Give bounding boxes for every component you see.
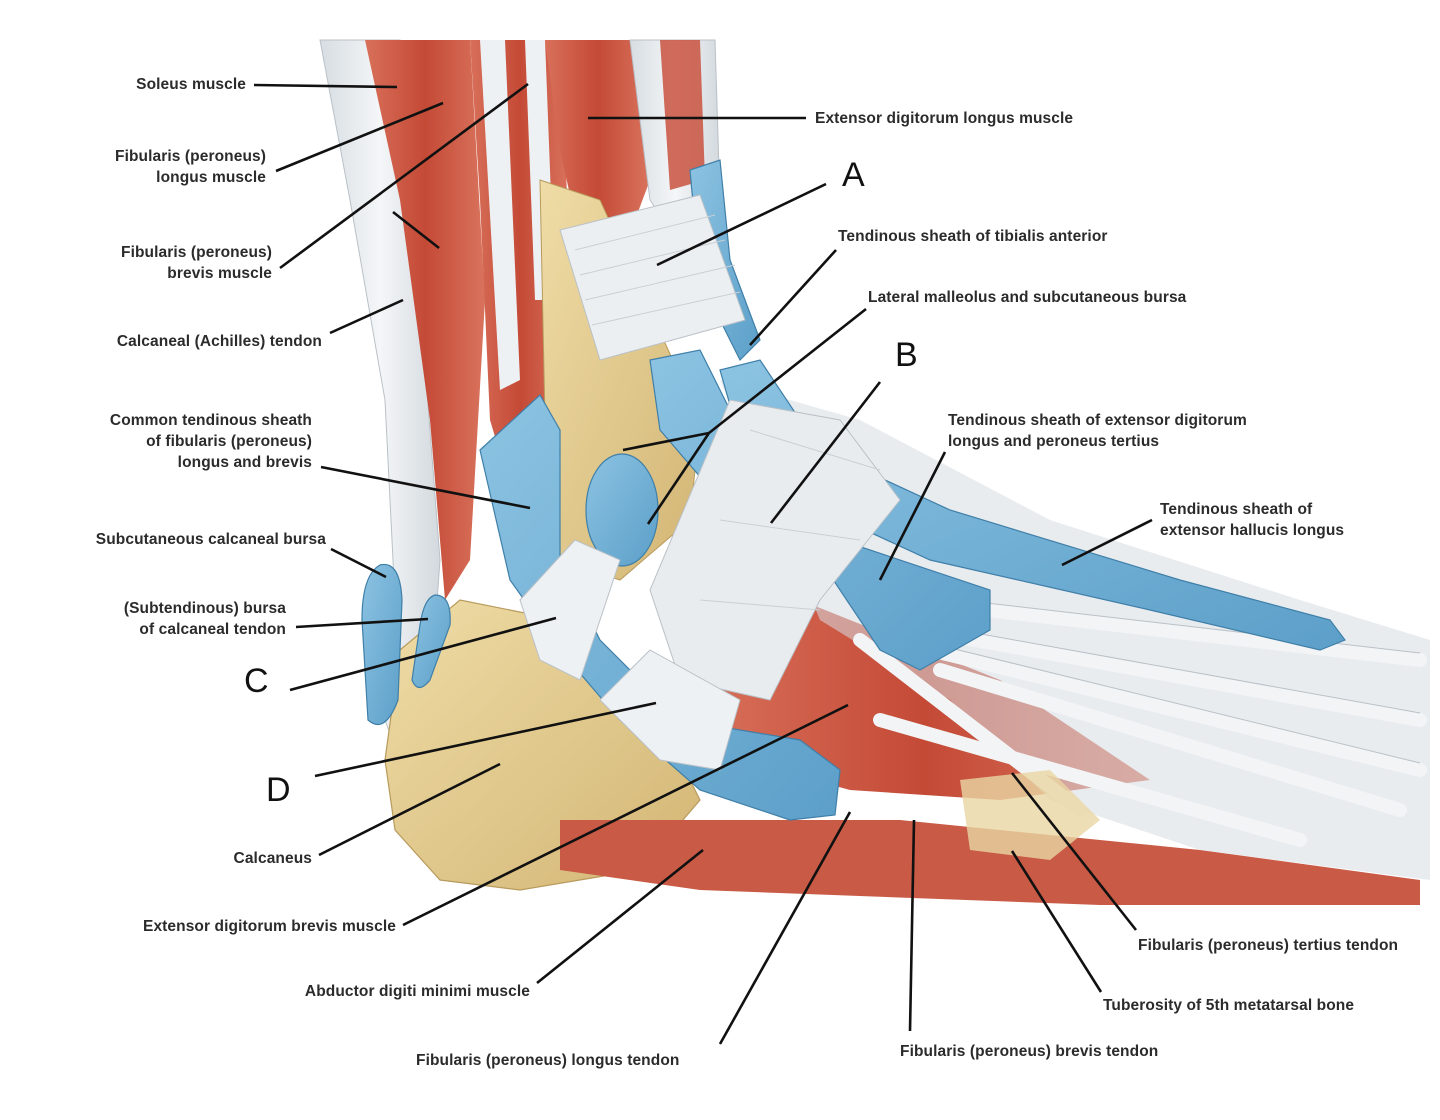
label-sheath-tibialis-anterior: Tendinous sheath of tibialis anterior <box>838 226 1108 247</box>
label-sheath-edl-line2: longus and peroneus tertius <box>948 433 1160 450</box>
label-soleus-text: Soleus muscle <box>136 76 246 93</box>
label-common-sheath-line1: Common tendinous sheath <box>109 412 312 429</box>
label-lateral-malleolus: Lateral malleolus and subcutaneous bursa <box>868 287 1186 308</box>
label-achilles-tendon: Calcaneal (Achilles) tendon <box>40 331 322 352</box>
label-subtend-bursa-line1: (Subtendinous) bursa <box>123 600 286 617</box>
label-fib-longus-line1: Fibularis (peroneus) <box>115 148 266 165</box>
inferior-extensor-retinaculum-shape <box>649 399 901 701</box>
label-tuberosity-text: Tuberosity of 5th metatarsal bone <box>1103 997 1355 1014</box>
label-fib-brevis-line1: Fibularis (peroneus) <box>121 244 272 261</box>
label-tuberosity-5th-metatarsal: Tuberosity of 5th metatarsal bone <box>1103 995 1354 1016</box>
marker-letter-d: D <box>266 771 291 809</box>
label-sheath-ehl-line1: Tendinous sheath of <box>1160 501 1313 518</box>
label-soleus-muscle: Soleus muscle <box>88 74 246 95</box>
label-fibularis-tertius-tendon: Fibularis (peroneus) tertius tendon <box>1138 935 1398 956</box>
inferior-fibular-retinaculum-shape <box>599 649 741 771</box>
label-sheath-edl-line1: Tendinous sheath of extensor digitorum <box>948 412 1247 429</box>
marker-letter-c: C <box>244 662 269 700</box>
abductor-muscle-shape <box>560 820 1420 905</box>
label-subtendinous-bursa: (Subtendinous) bursa of calcaneal tendon <box>66 598 286 640</box>
label-fib-tertius-text: Fibularis (peroneus) tertius tendon <box>1138 937 1399 954</box>
label-fibularis-longus-tendon: Fibularis (peroneus) longus tendon <box>416 1050 679 1071</box>
label-fib-longus-tendon-text: Fibularis (peroneus) longus tendon <box>416 1052 680 1069</box>
label-fib-brevis-line2: brevis muscle <box>167 265 272 282</box>
label-fibularis-brevis-tendon: Fibularis (peroneus) brevis tendon <box>900 1041 1158 1062</box>
label-fib-longus-line2: longus muscle <box>156 169 266 186</box>
extensor-tendons <box>853 593 1427 847</box>
leader-lines <box>253 82 1153 1045</box>
label-sheath-tib-ant-text: Tendinous sheath of tibialis anterior <box>838 228 1108 245</box>
superior-extensor-retinaculum-shape <box>559 194 746 361</box>
label-common-sheath-line2: of fibularis (peroneus) <box>146 433 312 450</box>
label-common-tendinous-sheath: Common tendinous sheath of fibularis (pe… <box>40 410 312 473</box>
label-subcut-bursa-text: Subcutaneous calcaneal bursa <box>95 531 326 548</box>
label-fibularis-brevis-muscle: Fibularis (peroneus) brevis muscle <box>72 242 272 284</box>
label-calcaneus-text: Calcaneus <box>233 850 312 867</box>
label-subtend-bursa-line2: of calcaneal tendon <box>139 621 286 638</box>
subcutaneous-calcaneal-bursa-shape <box>361 563 403 725</box>
label-edb-text: Extensor digitorum brevis muscle <box>143 918 396 935</box>
label-subcutaneous-calcaneal-bursa: Subcutaneous calcaneal bursa <box>20 529 326 550</box>
label-calcaneus: Calcaneus <box>150 848 312 869</box>
label-fibularis-longus-muscle: Fibularis (peroneus) longus muscle <box>66 146 266 188</box>
label-extensor-digitorum-brevis-muscle: Extensor digitorum brevis muscle <box>60 916 396 937</box>
label-common-sheath-line3: longus and brevis <box>177 454 312 471</box>
label-fib-brevis-tendon-text: Fibularis (peroneus) brevis tendon <box>900 1043 1159 1060</box>
label-lat-malleolus-text: Lateral malleolus and subcutaneous bursa <box>868 289 1187 306</box>
label-sheath-ehl-line2: extensor hallucis longus <box>1160 522 1345 539</box>
label-sheath-extensor-digitorum-longus: Tendinous sheath of extensor digitorum l… <box>948 410 1247 452</box>
label-sheath-extensor-hallucis-longus: Tendinous sheath of extensor hallucis lo… <box>1160 499 1344 541</box>
soleus-shape <box>365 40 485 600</box>
label-abductor-digiti-minimi-muscle: Abductor digiti minimi muscle <box>230 981 530 1002</box>
label-abductor-text: Abductor digiti minimi muscle <box>304 983 530 1000</box>
edl-muscle-shape <box>545 40 650 260</box>
label-extensor-digitorum-longus-muscle: Extensor digitorum longus muscle <box>815 108 1073 129</box>
label-achilles-text: Calcaneal (Achilles) tendon <box>116 333 322 350</box>
marker-letter-b: B <box>895 336 918 374</box>
superior-fibular-retinaculum-shape <box>519 539 621 681</box>
label-edl-muscle-text: Extensor digitorum longus muscle <box>815 110 1074 127</box>
marker-letter-a: A <box>842 156 865 194</box>
